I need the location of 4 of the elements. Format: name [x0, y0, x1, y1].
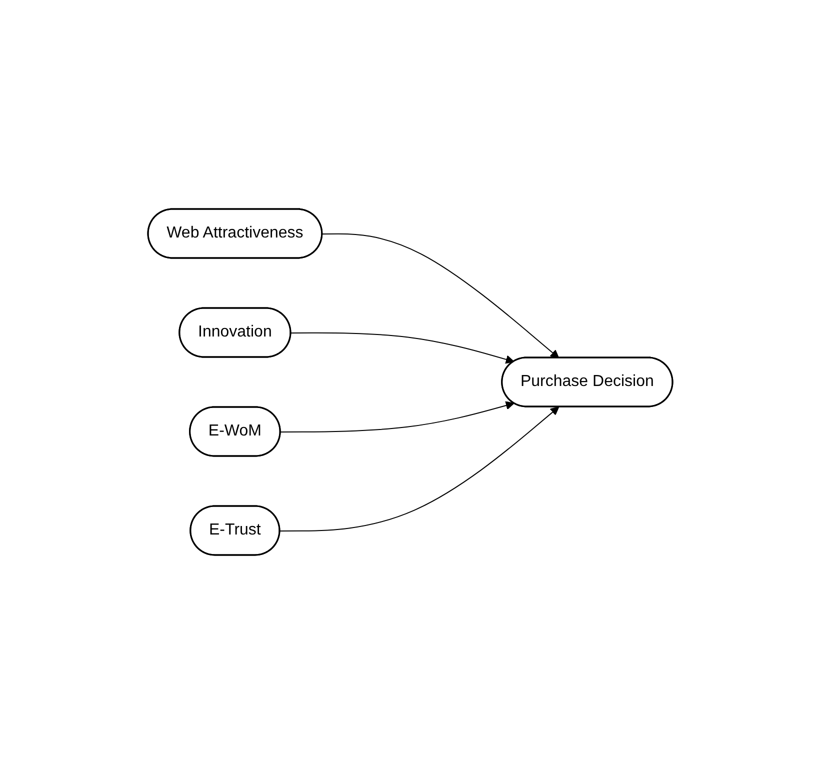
arrow: [290, 332, 515, 364]
arrow: [280, 406, 560, 531]
arrow: [280, 400, 515, 432]
arrow: [322, 232, 560, 358]
